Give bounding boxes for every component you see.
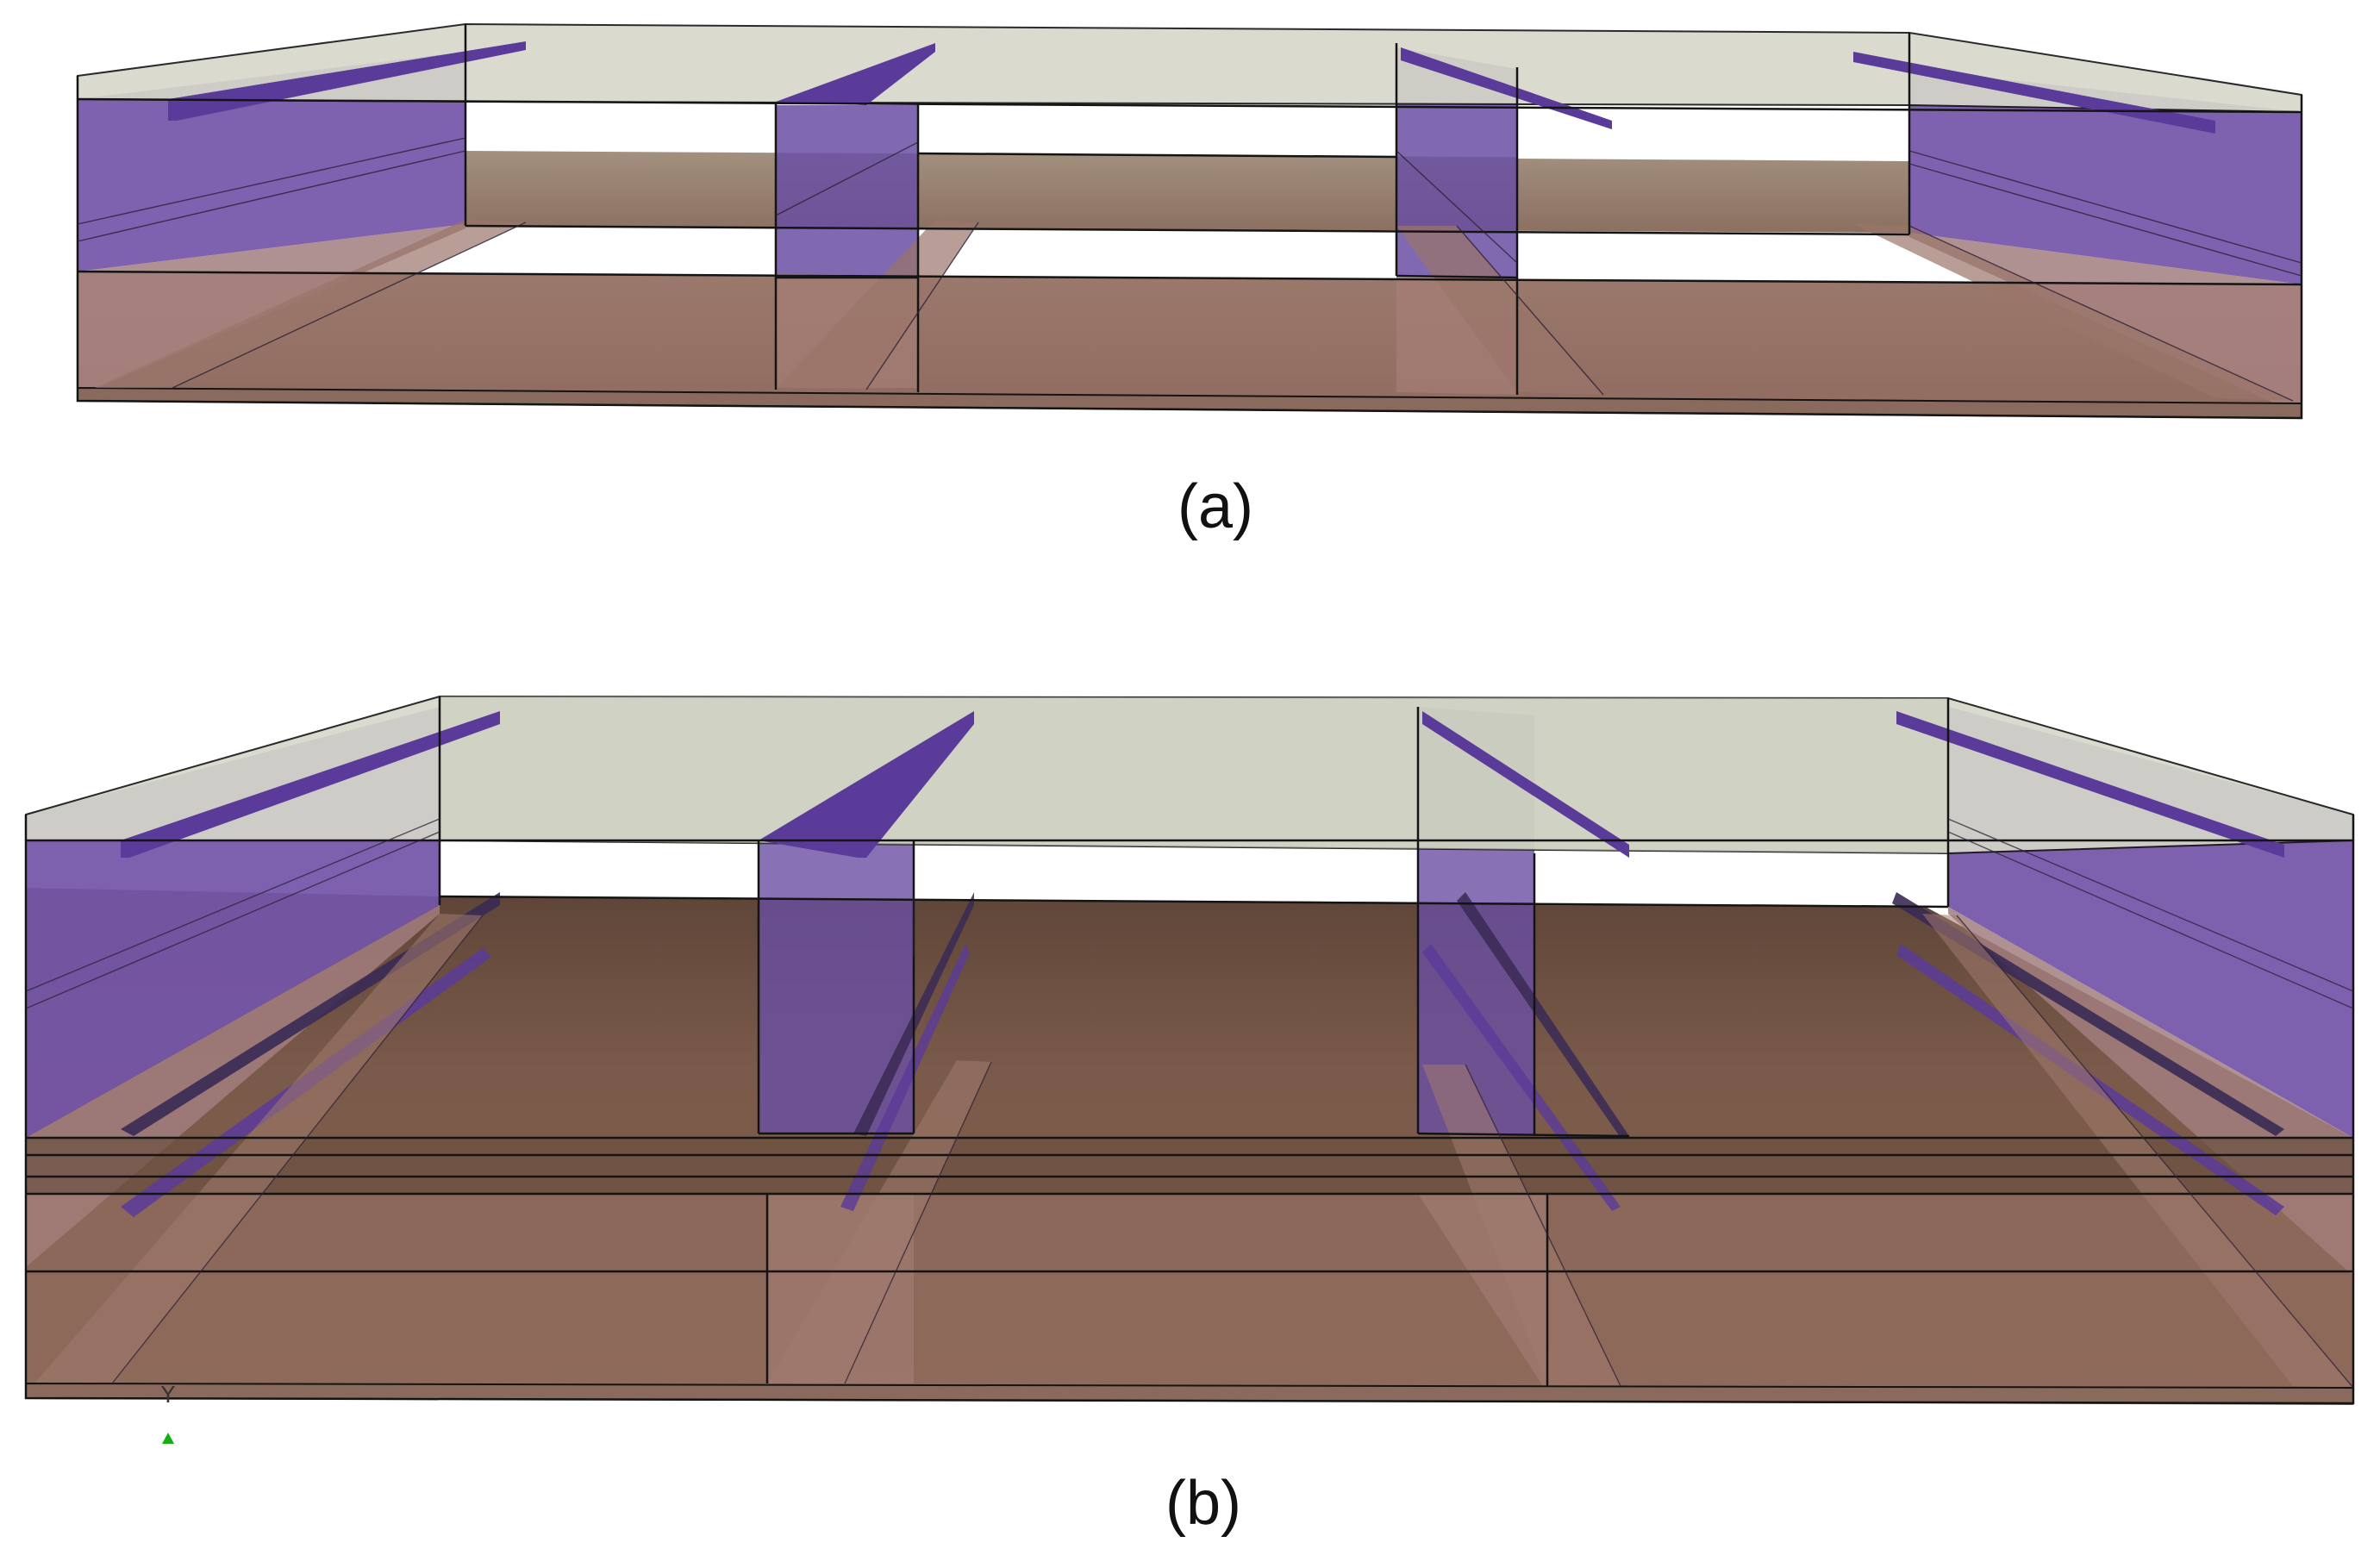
- panel-a: (a): [76, 22, 2303, 541]
- panel-a-bottom-stiffener: [95, 220, 526, 388]
- panel-b-bottom-stiffener: [34, 914, 483, 1383]
- panel-b-thin-lines: [25, 818, 2354, 1389]
- panel-b-stiffener-web: [759, 840, 914, 1133]
- panel-b-mid-stiffener: [1457, 892, 1629, 1138]
- panel-b: Y (b): [24, 695, 2355, 1538]
- panel-a-flange: [1401, 47, 1612, 129]
- panel-b-mid-stiffener: [840, 944, 970, 1211]
- panel-b-edges: [24, 696, 2355, 1405]
- panel-b-bottom-stiffener: [1422, 1065, 1621, 1386]
- panel-a-edges: [76, 24, 2303, 420]
- panel-a-bottom-stiffener: [776, 220, 978, 390]
- panel-b-bottom-stiffener: [767, 1060, 991, 1383]
- panel-a-bottom-plate: [78, 272, 2302, 415]
- panel-b-flange: [759, 711, 974, 858]
- panel-a-gap: [1517, 109, 1909, 161]
- panel-b-flange: [121, 711, 500, 858]
- panel-a-gap: [465, 103, 776, 151]
- panel-b-mid-stiffener: [121, 892, 500, 1136]
- caption-b: (b): [1165, 1469, 1241, 1538]
- panel-a-back-wall: [465, 151, 1909, 233]
- panel-a-flange: [1853, 52, 2215, 134]
- axis-arrow-icon: [162, 1433, 174, 1444]
- panel-b-top-plate-face: [440, 696, 1948, 853]
- panel-a-gap: [918, 105, 1396, 157]
- panel-b-mid-stiffener: [1422, 944, 1621, 1211]
- panel-a-stiffener-web: [776, 105, 918, 276]
- caption-a: (a): [1178, 472, 1253, 541]
- panel-a-thin-lines: [77, 137, 2302, 402]
- panel-b-bottom-stiffener: [1922, 914, 2353, 1388]
- panel-a-front-band: [78, 272, 2302, 415]
- panel-b-gap: [440, 840, 759, 896]
- panel-b-lower-band: [26, 1194, 2353, 1396]
- panel-a-bottom-stiffener: [1396, 226, 1603, 395]
- axis-label-y: Y: [160, 1383, 175, 1408]
- panel-b-gap: [914, 843, 1418, 901]
- panel-b-gap: [1534, 849, 1948, 907]
- panel-a-bottom-stiffener: [1853, 224, 2293, 401]
- panel-b-flange: [1422, 711, 1629, 858]
- axis-triad: Y: [160, 1383, 175, 1444]
- panel-b-mid-stiffener: [1892, 892, 2284, 1136]
- panel-a-flange: [776, 43, 935, 105]
- panel-b-flange: [1896, 711, 2284, 858]
- panel-b-middle-plate: [26, 1138, 2353, 1194]
